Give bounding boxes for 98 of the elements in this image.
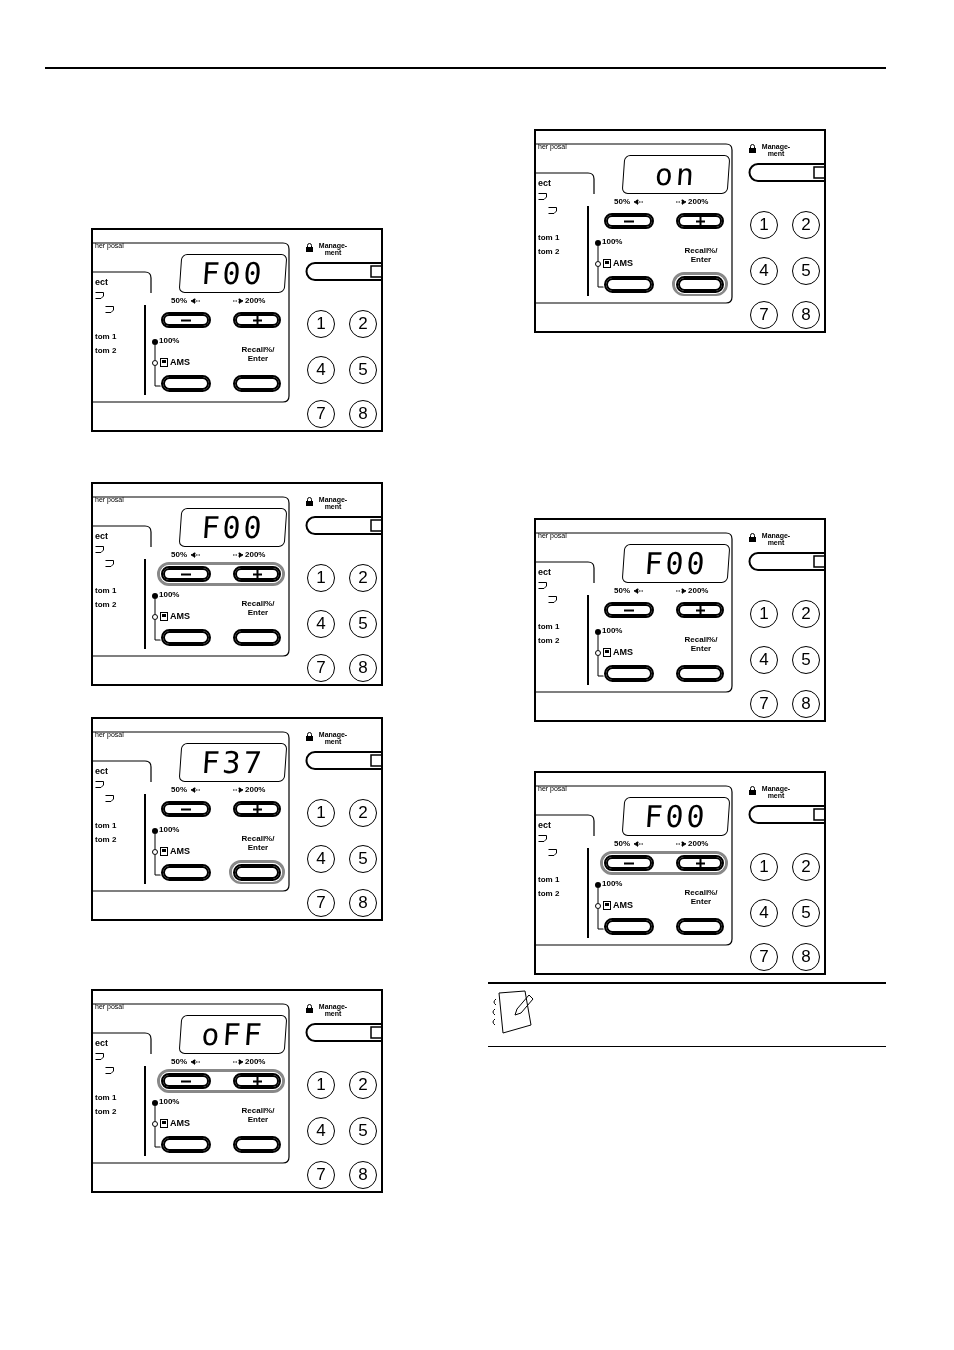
percent-label: 50% (171, 550, 187, 559)
panel-label: tom 2 (95, 600, 117, 609)
number-key: 4 (750, 646, 778, 674)
number-key: 1 (750, 600, 778, 628)
number-key: 4 (307, 845, 335, 873)
button-label: Recall%/ Enter (240, 599, 276, 617)
percent-label: 50% (171, 296, 187, 305)
number-key: 2 (349, 1071, 377, 1099)
number-key: 1 (307, 1071, 335, 1099)
percent-label: 100% (602, 237, 623, 246)
number-key: 2 (349, 564, 377, 592)
number-key: 8 (349, 400, 377, 428)
button-label: Recall%/ Enter (240, 1106, 276, 1124)
percent-label: 50% (171, 1057, 187, 1066)
panel-label: tom 1 (95, 332, 117, 341)
number-key: 7 (307, 654, 335, 682)
percent-label: 200% (245, 785, 266, 794)
button-label: AMS (170, 611, 190, 621)
number-key: 2 (792, 211, 820, 239)
number-key: 7 (307, 889, 335, 917)
percent-label: 100% (159, 825, 180, 834)
percent-label: 100% (159, 590, 180, 599)
button-label: AMS (613, 258, 633, 268)
panel-label: tom 1 (95, 586, 117, 595)
number-key: 1 (750, 853, 778, 881)
number-key: 5 (349, 356, 377, 384)
number-key: 7 (307, 400, 335, 428)
panel-label: ect (538, 567, 551, 577)
number-key: 7 (750, 690, 778, 718)
panel-label: ect (95, 766, 108, 776)
number-key: 1 (750, 211, 778, 239)
button-label: Recall%/ Enter (240, 834, 276, 852)
number-key: 5 (792, 257, 820, 285)
percent-label: 50% (614, 197, 630, 206)
panel-label: tom 2 (538, 889, 560, 898)
number-key: 7 (750, 301, 778, 329)
panel-label: tom 2 (95, 1107, 117, 1116)
number-key: 2 (792, 600, 820, 628)
percent-label: 200% (688, 839, 709, 848)
panel-label: tom 2 (95, 346, 117, 355)
number-key: 8 (792, 690, 820, 718)
number-key: 8 (792, 943, 820, 971)
panel-label: ect (95, 1038, 108, 1048)
panel-label: tom 2 (538, 247, 560, 256)
percent-label: 50% (614, 839, 630, 848)
number-key: 5 (349, 845, 377, 873)
panel-label: tom 2 (538, 636, 560, 645)
button-label: AMS (613, 900, 633, 910)
panel-label: ect (538, 178, 551, 188)
panel-label: ect (95, 277, 108, 287)
panel-label: tom 2 (95, 835, 117, 844)
percent-label: 100% (159, 1097, 180, 1106)
panel-label: tom 1 (538, 875, 560, 884)
button-label: Recall%/ Enter (683, 888, 719, 906)
number-key: 5 (349, 1117, 377, 1145)
button-label: Recall%/ Enter (683, 246, 719, 264)
number-key: 1 (307, 799, 335, 827)
number-key: 4 (307, 356, 335, 384)
panel-label: ect (95, 531, 108, 541)
number-key: 4 (307, 610, 335, 638)
percent-label: 50% (614, 586, 630, 595)
number-key: 4 (750, 257, 778, 285)
percent-label: 200% (688, 586, 709, 595)
number-key: 7 (750, 943, 778, 971)
percent-label: 100% (159, 336, 180, 345)
panel-label: tom 1 (538, 233, 560, 242)
panel-label: tom 1 (95, 821, 117, 830)
number-key: 2 (349, 799, 377, 827)
number-key: 8 (792, 301, 820, 329)
number-key: 8 (349, 889, 377, 917)
number-key: 1 (307, 564, 335, 592)
percent-label: 200% (688, 197, 709, 206)
number-key: 5 (792, 646, 820, 674)
percent-label: 50% (171, 785, 187, 794)
number-key: 8 (349, 654, 377, 682)
button-label: Recall%/ Enter (240, 345, 276, 363)
button-label: AMS (170, 1118, 190, 1128)
panel-label: ect (538, 820, 551, 830)
button-label: AMS (613, 647, 633, 657)
number-key: 2 (792, 853, 820, 881)
panel-label: tom 1 (538, 622, 560, 631)
number-key: 4 (307, 1117, 335, 1145)
button-label: AMS (170, 357, 190, 367)
number-key: 5 (792, 899, 820, 927)
panel-label: tom 1 (95, 1093, 117, 1102)
button-label: Recall%/ Enter (683, 635, 719, 653)
percent-label: 200% (245, 296, 266, 305)
number-key: 1 (307, 310, 335, 338)
percent-label: 200% (245, 550, 266, 559)
percent-label: 100% (602, 879, 623, 888)
number-key: 2 (349, 310, 377, 338)
number-key: 4 (750, 899, 778, 927)
number-key: 5 (349, 610, 377, 638)
percent-label: 100% (602, 626, 623, 635)
number-key: 8 (349, 1161, 377, 1189)
number-key: 7 (307, 1161, 335, 1189)
button-label: AMS (170, 846, 190, 856)
percent-label: 200% (245, 1057, 266, 1066)
